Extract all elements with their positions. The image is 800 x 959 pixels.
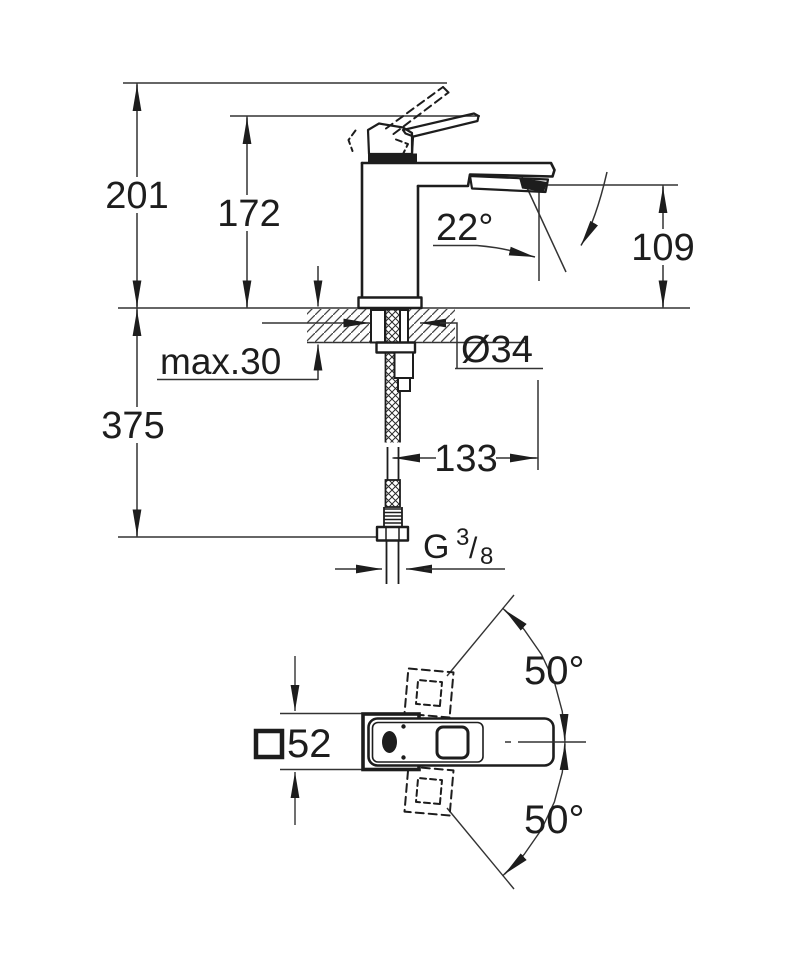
label-swing-lower: 50° [524, 798, 585, 842]
label-hole-diameter: Ø34 [461, 329, 533, 371]
label-outlet-height: 109 [631, 227, 694, 269]
top-view: 52 50° 50° [253, 594, 586, 890]
hose-thread [383, 507, 403, 527]
handle-slot [382, 731, 397, 753]
stream-angle-indication [433, 171, 608, 281]
label-swing-upper: 50° [524, 649, 585, 693]
hose-tube [386, 447, 400, 480]
handle-emblem-square [435, 725, 470, 760]
svg-text:G: G [423, 528, 449, 566]
hose-nut [375, 525, 410, 542]
mounting-nut [375, 341, 417, 354]
svg-text:/: / [469, 532, 478, 565]
hose-fitting [393, 351, 414, 379]
hose-end-tube [385, 541, 400, 584]
label-spout-top-height: 172 [217, 193, 280, 235]
faucet-top-outline [361, 712, 586, 772]
handle-knob [366, 122, 414, 156]
top-view-labels: 52 50° 50° [253, 649, 585, 842]
base-plate [357, 296, 423, 310]
mounting-bolt [370, 309, 386, 344]
mounting-assembly [370, 308, 417, 584]
dimension-body-width [280, 656, 363, 825]
dimension-hole-diameter [262, 318, 543, 370]
side-view: 201 172 375 max.30 Ø34 109 22° 133 G 3 /… [101, 82, 695, 584]
handle-swing-indication [446, 594, 569, 890]
svg-text:8: 8 [480, 543, 493, 570]
handle-ghost-position [347, 86, 450, 154]
spout-outlet [519, 177, 547, 192]
cartridge-cap [368, 153, 417, 163]
label-thread-size: G 3 / 8 [423, 524, 493, 570]
label-body-width: 52 [287, 722, 332, 766]
mounting-sleeve [399, 309, 409, 344]
handle-lever [401, 112, 480, 138]
hose-break [383, 442, 402, 448]
label-overall-height: 201 [105, 175, 168, 217]
faucet-body [360, 112, 556, 300]
svg-text:3: 3 [456, 524, 469, 551]
label-spout-reach: 133 [434, 438, 497, 480]
label-stream-angle: 22° [436, 207, 493, 249]
label-deck-thickness: max.30 [160, 341, 281, 382]
square-symbol [253, 728, 285, 760]
label-hose-drop: 375 [101, 405, 164, 447]
side-view-labels: 201 172 375 max.30 Ø34 109 22° 133 G 3 /… [101, 175, 694, 570]
